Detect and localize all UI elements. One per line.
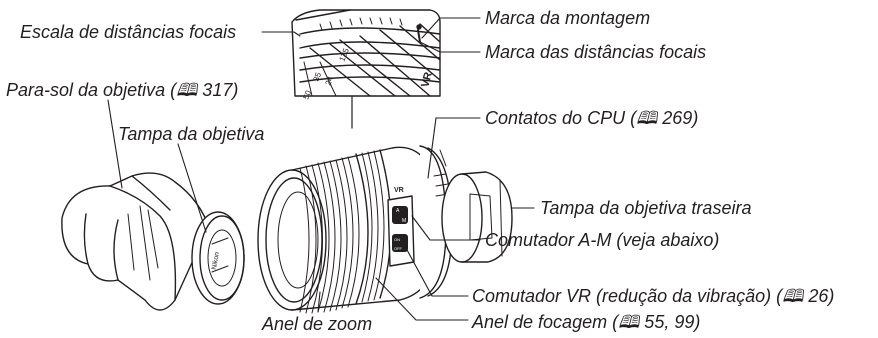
inset-vr-mark: VR xyxy=(419,71,435,89)
switch-off: OFF xyxy=(394,246,403,251)
label-vr-switch: Comutador VR (redução da vibração) (🕮 26… xyxy=(472,286,835,306)
label-focal-scale: Escala de distâncias focais xyxy=(20,22,237,42)
label-focal-mark: Marca das distâncias focais xyxy=(485,42,707,62)
label-lens-hood: Para-sol da objetiva (🕮 317) xyxy=(6,80,239,100)
lens-body-drawing: A M ON OFF VR xyxy=(257,145,453,314)
label-cpu-contacts: Contatos do CPU (🕮 269) xyxy=(485,108,699,128)
label-focus-ring: Anel de focagem (🕮 55, 99) xyxy=(472,312,701,332)
leader-lens-hood xyxy=(107,99,123,189)
cap-brand: Nikon xyxy=(211,251,221,270)
switch-a: A xyxy=(396,208,400,214)
label-am-switch: Comutador A-M (veja abaixo) xyxy=(485,230,720,250)
focal-scale-inset: 135 24 35 50 VR xyxy=(291,9,441,129)
label-zoom-ring: Anel de zoom xyxy=(262,314,373,334)
leader-focal-mark xyxy=(419,41,481,53)
leader-am-switch xyxy=(411,215,481,241)
switch-on: ON xyxy=(394,237,400,242)
leader-lens-cap xyxy=(177,143,207,233)
lens-cap-drawing: Nikon xyxy=(191,211,245,305)
lens-hood-drawing xyxy=(61,172,212,311)
label-rear-cap: Tampa da objetiva traseira xyxy=(540,198,752,218)
leader-zoom-ring xyxy=(317,291,321,313)
label-mount-mark: Marca da montagem xyxy=(485,8,651,28)
scale-number-35: 35 xyxy=(312,71,324,83)
switch-m: M xyxy=(402,218,406,224)
label-lens-cap: Tampa da objetiva xyxy=(118,124,265,144)
scale-number-24: 24 xyxy=(324,75,336,87)
leader-vr-switch xyxy=(405,247,469,297)
leader-mount-mark xyxy=(421,17,481,39)
barrel-vr-mark: VR xyxy=(394,187,404,194)
scale-number-50: 50 xyxy=(302,89,314,101)
leader-cpu-contacts xyxy=(427,117,481,179)
leader-focal-scale xyxy=(261,31,301,37)
leader-lines xyxy=(107,17,535,321)
leader-focus-ring xyxy=(375,277,469,321)
